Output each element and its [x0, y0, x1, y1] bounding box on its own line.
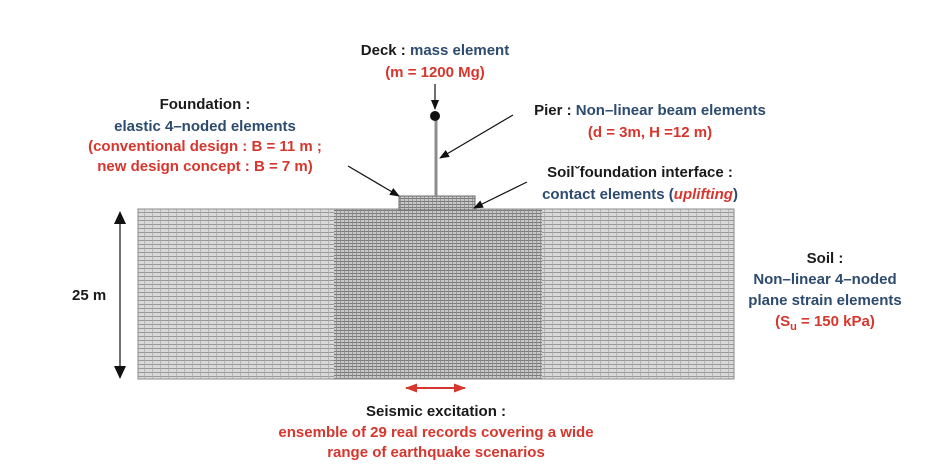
seismic-title: Seismic excitation :: [365, 403, 507, 420]
foundation-line1: (conventional design : B = 11 m ;: [88, 138, 322, 155]
interface-leader-arrow: [473, 181, 528, 209]
pier-label: Pier : Non–linear beam elements: [500, 102, 800, 119]
soil-value: (Su = 150 kPa): [730, 313, 920, 336]
pier-leader-arrow: [439, 114, 514, 159]
foundation-line2: new design concept : B = 7 m): [97, 158, 313, 175]
deck-desc: mass element: [409, 42, 510, 59]
interface-desc: contact elements (: [542, 186, 674, 203]
depth-label: 25 m: [72, 287, 107, 304]
soil-value-sub: u: [790, 321, 797, 333]
interface-emph: uplifting: [673, 186, 733, 203]
soil-line2: plane strain elements: [748, 292, 902, 309]
interface-close: ): [732, 186, 738, 203]
foundation-title: Foundation :: [159, 96, 251, 113]
depth-arrow-top: [114, 211, 126, 224]
seismic-line2: range of earthquake scenarios: [327, 444, 545, 461]
deck-mass-node: [430, 111, 440, 121]
refined-mesh-zone: [334, 209, 542, 379]
deck-label: Deck : mass element: [330, 42, 540, 59]
deck-title: Deck :: [360, 42, 406, 59]
depth-arrow-bottom: [114, 366, 126, 379]
foundation-block: [398, 195, 476, 211]
pier-desc: Non–linear beam elements: [575, 102, 766, 119]
foundation-leader-arrow: [347, 165, 400, 197]
foundation-desc: elastic 4–noded elements: [114, 118, 296, 135]
deck-value: (m = 1200 Mg): [385, 64, 485, 81]
soil-line1: Non–linear 4–noded: [753, 271, 897, 288]
soil-value-open: (S: [775, 313, 791, 330]
interface-title: Soilˇfoundation interface :: [547, 164, 733, 181]
seismic-line1: ensemble of 29 real records covering a w…: [278, 424, 594, 441]
soil-mesh: [137, 208, 735, 380]
interface-desc-line: contact elements (uplifting): [510, 186, 770, 203]
soil-value-rest: = 150 kPa): [796, 313, 875, 330]
soil-title: Soil :: [806, 250, 844, 267]
pier-value: (d = 3m, H =12 m): [587, 124, 713, 141]
pier-title: Pier :: [534, 102, 572, 119]
